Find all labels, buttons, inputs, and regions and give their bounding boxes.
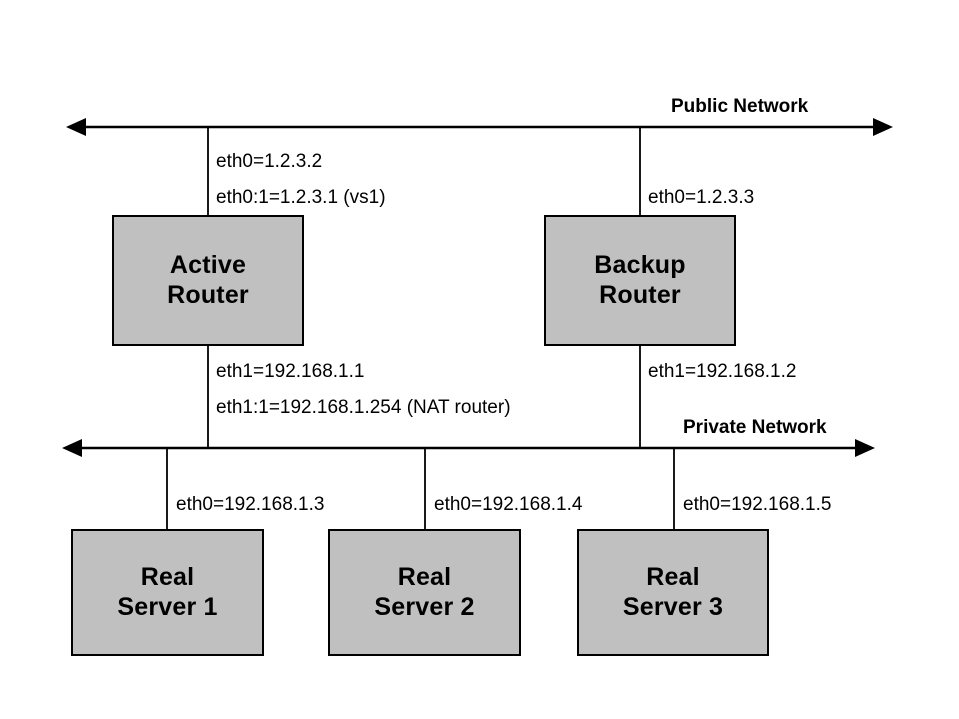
private-network-line <box>62 439 875 457</box>
real-server-3-eth0-label: eth0=192.168.1.5 <box>683 494 832 515</box>
real-server-3-label: Server 3 <box>622 592 724 621</box>
backup-router-label: Backup <box>594 251 686 279</box>
backup-router-eth0-label: eth0=1.2.3.3 <box>648 187 755 208</box>
active-router-eth1-1-label: eth1:1=192.168.1.254 (NAT router) <box>216 397 511 418</box>
real-server-1-eth0-label: eth0=192.168.1.3 <box>176 494 325 515</box>
public-network-line <box>66 118 893 136</box>
backup-router-label: Router <box>599 280 681 309</box>
backup-router-eth1-label: eth1=192.168.1.2 <box>648 361 797 382</box>
real-server-1-label: Server 1 <box>117 592 218 621</box>
public-network-title: Public Network <box>671 96 809 117</box>
real-server-2-label: Real <box>397 563 452 591</box>
private-network-arrow-right-icon <box>855 439 875 457</box>
real-server-2-eth0-label: eth0=192.168.1.4 <box>434 494 583 515</box>
active-router-label: Router <box>167 280 249 309</box>
active-router-eth1-label: eth1=192.168.1.1 <box>216 361 365 382</box>
active-router-eth0-1-label: eth0:1=1.2.3.1 (vs1) <box>216 187 386 208</box>
real-server-3-label: Real <box>646 563 700 591</box>
public-network-arrow-left-icon <box>66 118 86 136</box>
private-network-arrow-left-icon <box>62 439 82 457</box>
active-router-label: Active <box>169 251 247 279</box>
real-server-1-label: Real <box>140 563 195 591</box>
real-server-2-label: Server 2 <box>374 592 475 621</box>
public-network-arrow-right-icon <box>873 118 893 136</box>
active-router-eth0-label: eth0=1.2.3.2 <box>216 151 323 172</box>
private-network-title: Private Network <box>683 417 827 438</box>
